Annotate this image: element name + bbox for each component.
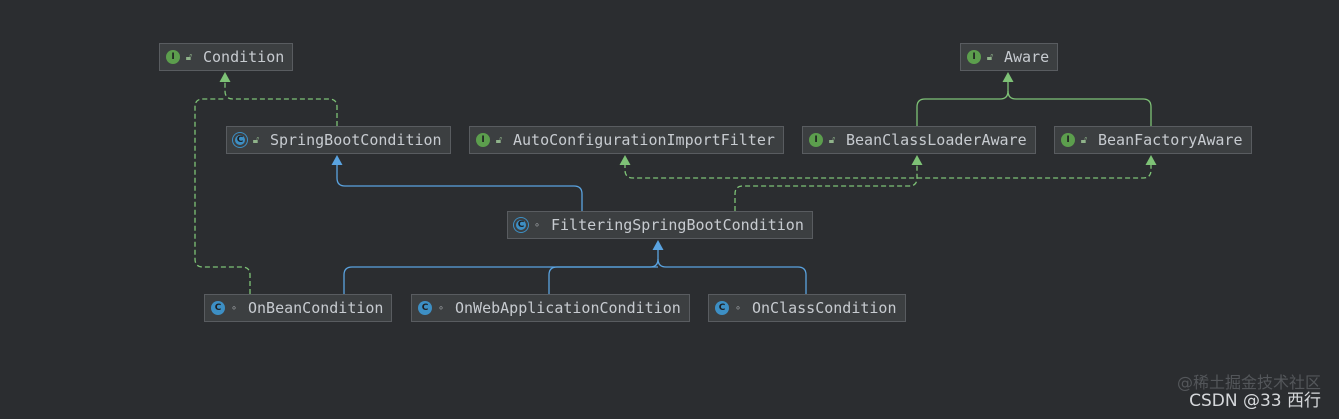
edge-onbeancondition-condition <box>194 98 251 294</box>
interface-icon: I <box>476 133 490 147</box>
edge-onwebapplicationcondition-filtering <box>548 266 658 294</box>
package-private-icon: ∘ <box>734 302 742 314</box>
edge-filtering-autoconfig-beanfactory <box>624 163 1152 179</box>
arrowhead-beanfactoryaware <box>1145 155 1157 165</box>
public-lock-icon: 🔓︎ <box>986 51 994 63</box>
node-filtering-spring-boot-condition[interactable]: C ∘ FilteringSpringBootCondition <box>507 211 813 239</box>
package-private-icon: ∘ <box>533 219 541 231</box>
interface-icon: I <box>809 133 823 147</box>
edge-filtering-springbootcondition <box>336 163 583 211</box>
edge-onclasscondition-filtering <box>657 258 807 294</box>
public-lock-icon: 🔓︎ <box>252 134 260 146</box>
edge-springbootcondition-condition <box>224 80 338 126</box>
watermark-shadow: @稀土掘金技术社区 <box>1176 373 1321 392</box>
edge-beanfactoryaware-aware <box>1007 90 1152 126</box>
edge-filtering-beanclassloaderaware <box>734 163 918 211</box>
node-label: OnBeanCondition <box>248 299 384 317</box>
node-aware[interactable]: I 🔓︎ Aware <box>960 43 1059 71</box>
class-icon: C <box>211 301 225 315</box>
node-label: SpringBootCondition <box>270 131 442 149</box>
public-lock-icon: 🔓︎ <box>828 134 836 146</box>
node-label: Condition <box>203 48 285 66</box>
edge-beanclassloaderaware-aware <box>916 80 1009 126</box>
public-lock-icon: 🔓︎ <box>495 134 503 146</box>
node-label: FilteringSpringBootCondition <box>551 216 804 234</box>
arrowhead-springbootcondition <box>331 155 343 165</box>
node-spring-boot-condition[interactable]: C 🔓︎ SpringBootCondition <box>226 126 451 154</box>
package-private-icon: ∘ <box>437 302 445 314</box>
node-bean-factory-aware[interactable]: I 🔓︎ BeanFactoryAware <box>1054 126 1252 154</box>
public-lock-icon: 🔓︎ <box>185 51 193 63</box>
arrowhead-autoconfigurationimportfilter <box>619 155 631 165</box>
interface-icon: I <box>166 50 180 64</box>
edge-onbeancondition-filtering <box>343 248 659 294</box>
interface-icon: I <box>1061 133 1075 147</box>
package-private-icon: ∘ <box>230 302 238 314</box>
arrowhead-aware <box>1002 72 1014 82</box>
arrowhead-filteringspringbootcondition <box>652 240 664 250</box>
node-on-bean-condition[interactable]: C ∘ OnBeanCondition <box>204 294 393 322</box>
node-label: BeanFactoryAware <box>1098 131 1243 149</box>
class-icon: C <box>715 301 729 315</box>
node-label: BeanClassLoaderAware <box>846 131 1027 149</box>
abstract-class-icon: C <box>233 133 247 147</box>
class-icon: C <box>418 301 432 315</box>
node-label: AutoConfigurationImportFilter <box>513 131 775 149</box>
node-auto-configuration-import-filter[interactable]: I 🔓︎ AutoConfigurationImportFilter <box>469 126 784 154</box>
abstract-class-icon: C <box>514 218 528 232</box>
node-label: Aware <box>1004 48 1050 66</box>
watermark: CSDN @33 西行 <box>1189 391 1321 411</box>
node-bean-class-loader-aware[interactable]: I 🔓︎ BeanClassLoaderAware <box>802 126 1036 154</box>
node-on-class-condition[interactable]: C ∘ OnClassCondition <box>708 294 906 322</box>
interface-icon: I <box>967 50 981 64</box>
node-label: OnClassCondition <box>752 299 897 317</box>
node-on-web-application-condition[interactable]: C ∘ OnWebApplicationCondition <box>411 294 690 322</box>
public-lock-icon: 🔓︎ <box>1080 134 1088 146</box>
node-label: OnWebApplicationCondition <box>455 299 681 317</box>
arrowhead-condition <box>219 72 231 82</box>
arrowhead-beanclassloaderaware <box>911 155 923 165</box>
node-condition[interactable]: I 🔓︎ Condition <box>159 43 294 71</box>
